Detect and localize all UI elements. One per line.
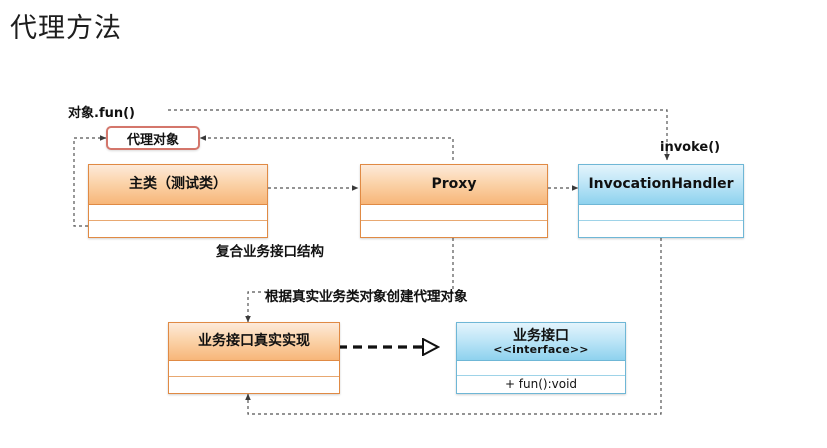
node-business-interface-stereotype: <<interface>>: [493, 342, 589, 356]
label-composite-structure: 复合业务接口结构: [216, 244, 324, 260]
node-main-class-attributes: [89, 205, 267, 221]
node-proxy-class-operations: [361, 221, 547, 237]
wire-proxy-to-proxyobject: [199, 135, 454, 160]
node-business-interface[interactable]: 业务接口 <<interface>> + fun():void: [456, 322, 626, 394]
node-invocation-handler-title: InvocationHandler: [579, 165, 743, 205]
node-business-interface-operation: + fun():void: [504, 377, 578, 392]
label-invoke: invoke(): [660, 140, 721, 155]
node-invocation-handler-operations: [579, 221, 743, 237]
node-main-class-title: 主类（测试类）: [89, 165, 267, 205]
node-invocation-handler[interactable]: InvocationHandler: [578, 164, 744, 238]
node-real-implementation-attributes: [169, 361, 339, 377]
node-proxy-object[interactable]: 代理对象: [106, 126, 200, 150]
label-create-proxy: 根据真实业务类对象创建代理对象: [265, 289, 468, 305]
node-proxy-class-title: Proxy: [361, 165, 547, 205]
wire-objectfun-to-handler: [168, 109, 670, 161]
node-main-class[interactable]: 主类（测试类）: [88, 164, 268, 238]
node-proxy-class-attributes: [361, 205, 547, 221]
node-invocation-handler-attributes: [579, 205, 743, 221]
node-proxy-object-label: 代理对象: [126, 132, 179, 148]
node-business-interface-attributes: [457, 361, 625, 376]
node-proxy-class[interactable]: Proxy: [360, 164, 548, 238]
node-real-implementation-operations: [169, 377, 339, 393]
node-real-implementation-title: 业务接口真实实现: [169, 323, 339, 361]
node-real-implementation[interactable]: 业务接口真实实现: [168, 322, 340, 394]
node-business-interface-title: 业务接口: [513, 327, 569, 344]
page-title: 代理方法: [10, 13, 122, 44]
label-object-fun: 对象.fun(): [68, 106, 135, 121]
node-main-class-operations: [89, 221, 267, 237]
